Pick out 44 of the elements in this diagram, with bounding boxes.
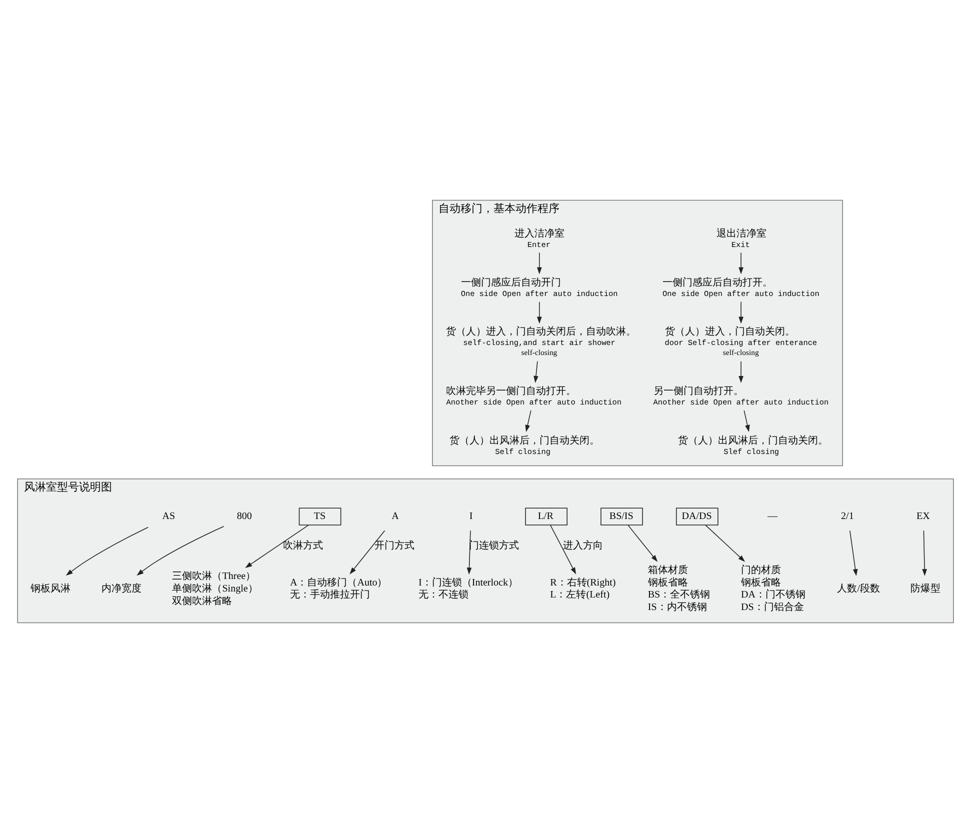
arrow xyxy=(705,524,746,562)
edge-label: 进入方向 xyxy=(563,540,604,551)
node-text: 人数/段数 xyxy=(837,583,880,594)
arrow xyxy=(850,530,858,576)
node-label: self-closing xyxy=(722,347,759,356)
edge-label: 门连锁方式 xyxy=(468,540,519,551)
node-text: 三侧吹淋（Three） 单侧吹淋（Single） 双侧吹淋省略 xyxy=(172,570,258,606)
node-text: A xyxy=(392,510,399,522)
arrow xyxy=(550,524,576,574)
node-text: EX xyxy=(916,510,930,522)
node-text: R：右转(Right) L：左转(Left) xyxy=(550,576,616,600)
arrow xyxy=(628,524,658,562)
node-text: 2/1 xyxy=(841,510,854,522)
node-text: I：门连锁（Interlock） 无：不连锁 xyxy=(418,576,518,600)
node-text: 内净宽度 xyxy=(101,583,142,594)
arrow xyxy=(245,524,310,568)
node-label: self-closing xyxy=(521,347,558,356)
node-text: A：自动移门（Auto） 无：手动推拉开门 xyxy=(290,576,388,600)
arrow xyxy=(738,360,744,382)
node-text: 门的材质 钢板省略 DA：门不锈钢 DS：门铝合金 xyxy=(741,564,806,612)
label: — xyxy=(768,510,778,522)
node-box: TS xyxy=(298,507,342,525)
arrow xyxy=(744,410,750,432)
node-text: 防爆型 xyxy=(910,583,940,594)
arrow xyxy=(536,301,542,324)
arrow xyxy=(136,526,224,576)
node-text: I xyxy=(469,510,473,522)
arrow xyxy=(66,526,149,576)
node-text: AS xyxy=(162,510,176,522)
edge-label: 开门方式 xyxy=(374,540,415,551)
arrow xyxy=(350,530,386,574)
node-box: L/R xyxy=(525,507,568,525)
arrow xyxy=(738,301,744,324)
arrow xyxy=(534,360,538,382)
edge-label: 吹淋方式 xyxy=(283,540,324,551)
arrow xyxy=(536,252,542,274)
arrow xyxy=(525,410,532,432)
node-text: 箱体材质 钢板省略 BS：全不锈钢 IS：内不锈钢 xyxy=(648,564,710,612)
arrow xyxy=(922,530,927,576)
node-box: BS/IS xyxy=(600,507,643,525)
node-box: DA/DS xyxy=(676,507,718,525)
node-text: 800 xyxy=(236,510,252,522)
node-text: 钢板风淋 xyxy=(30,583,71,594)
arrow xyxy=(738,252,744,274)
